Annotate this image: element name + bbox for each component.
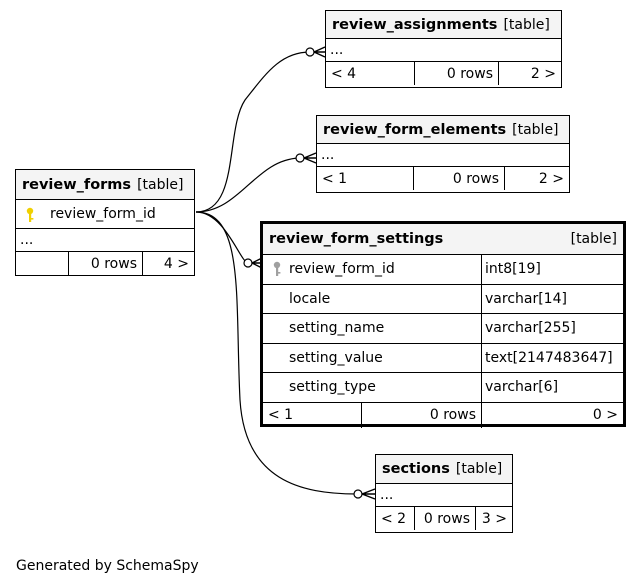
column-type: text[2147483647] — [485, 349, 613, 366]
row-count: 0 rows — [415, 62, 499, 85]
children-count[interactable]: 4 > — [163, 255, 189, 272]
column-name: setting_name — [289, 320, 385, 337]
parents-count[interactable]: < 4 — [326, 62, 415, 85]
edge-review-form-elements — [195, 157, 300, 213]
table-tag: [table] — [570, 231, 617, 247]
edge-sections — [195, 211, 358, 495]
edge-marker-circle — [305, 47, 315, 57]
table-review-forms[interactable]: review_forms [table] review_form_id ... … — [15, 169, 195, 276]
ellipsis-row: ... — [376, 484, 512, 507]
children-count[interactable]: 2 > — [530, 65, 556, 82]
table-review-form-elements[interactable]: review_form_elements [table] ... < 1 0 r… — [316, 115, 570, 193]
table-name: review_form_settings — [269, 231, 444, 247]
table-footer: < 1 0 rows 2 > — [317, 167, 569, 190]
table-header: review_forms [table] — [16, 170, 194, 200]
table-name: review_form_elements — [323, 121, 507, 138]
table-tag: [table] — [503, 16, 550, 33]
column-row[interactable]: setting_name varchar[255] — [263, 314, 623, 344]
ellipsis-row: ... — [326, 39, 561, 62]
table-header: review_assignments [table] — [326, 11, 561, 39]
edge-marker-crowfoot — [361, 488, 376, 500]
column-row[interactable]: review_form_id int8[19] — [263, 255, 623, 285]
row-count: 0 rows — [415, 507, 476, 530]
column-type: int8[19] — [485, 261, 541, 278]
children-count[interactable]: 0 > — [592, 407, 618, 423]
table-footer: < 4 0 rows 2 > — [326, 62, 561, 85]
edge-marker-circle — [243, 258, 253, 268]
edge-marker-crowfoot — [303, 152, 317, 164]
table-review-assignments[interactable]: review_assignments [table] ... < 4 0 row… — [325, 10, 562, 88]
row-count: 0 rows — [362, 402, 482, 428]
table-header: review_form_settings [table] — [263, 224, 623, 255]
parents-count — [16, 252, 69, 275]
column-row[interactable]: review_form_id — [16, 200, 194, 229]
key-icon — [272, 261, 282, 281]
table-footer: 0 rows 4 > — [16, 252, 194, 275]
edge-marker-circle — [295, 153, 305, 163]
table-footer: < 2 0 rows 3 > — [376, 507, 512, 530]
table-tag: [table] — [137, 176, 184, 193]
parents-count[interactable]: < 1 — [263, 402, 362, 428]
column-row[interactable]: locale varchar[14] — [263, 284, 623, 314]
column-name: setting_type — [289, 379, 376, 396]
column-name: review_form_id — [50, 206, 156, 222]
column-row[interactable]: setting_type varchar[6] — [263, 373, 623, 403]
children-count[interactable]: 2 > — [538, 170, 564, 187]
key-icon — [25, 207, 35, 227]
ellipsis-row: ... — [16, 229, 194, 252]
table-sections[interactable]: sections [table] ... < 2 0 rows 3 > — [375, 454, 513, 533]
table-review-form-settings[interactable]: review_form_settings [table] review_form… — [260, 221, 626, 428]
table-header: sections [table] — [376, 455, 512, 484]
column-name: review_form_id — [289, 261, 395, 278]
parents-count[interactable]: < 1 — [317, 167, 414, 190]
column-name: locale — [289, 290, 331, 307]
table-tag: [table] — [455, 461, 503, 477]
edge-review-form-settings — [195, 211, 249, 264]
column-type: varchar[255] — [485, 320, 576, 337]
generator-credit: Generated by SchemaSpy — [16, 558, 199, 574]
children-count[interactable]: 3 > — [481, 510, 507, 527]
parents-count[interactable]: < 2 — [376, 507, 415, 530]
column-row[interactable]: setting_value text[2147483647] — [263, 343, 623, 373]
row-count: 0 rows — [69, 252, 143, 275]
table-tag: [table] — [512, 121, 559, 138]
table-header: review_form_elements [table] — [317, 116, 569, 144]
edge-marker-circle — [353, 489, 363, 499]
column-type: varchar[6] — [485, 379, 559, 396]
ellipsis-row: ... — [317, 144, 569, 167]
table-name: review_forms — [22, 176, 132, 193]
table-name: sections — [382, 461, 450, 477]
edge-review-assignments — [195, 51, 311, 213]
edge-marker-crowfoot — [313, 46, 326, 58]
table-name: review_assignments — [332, 16, 498, 33]
column-name: setting_value — [289, 349, 383, 366]
column-type: varchar[14] — [485, 290, 567, 307]
table-footer: < 1 0 rows 0 > — [263, 402, 623, 428]
row-count: 0 rows — [414, 167, 505, 190]
